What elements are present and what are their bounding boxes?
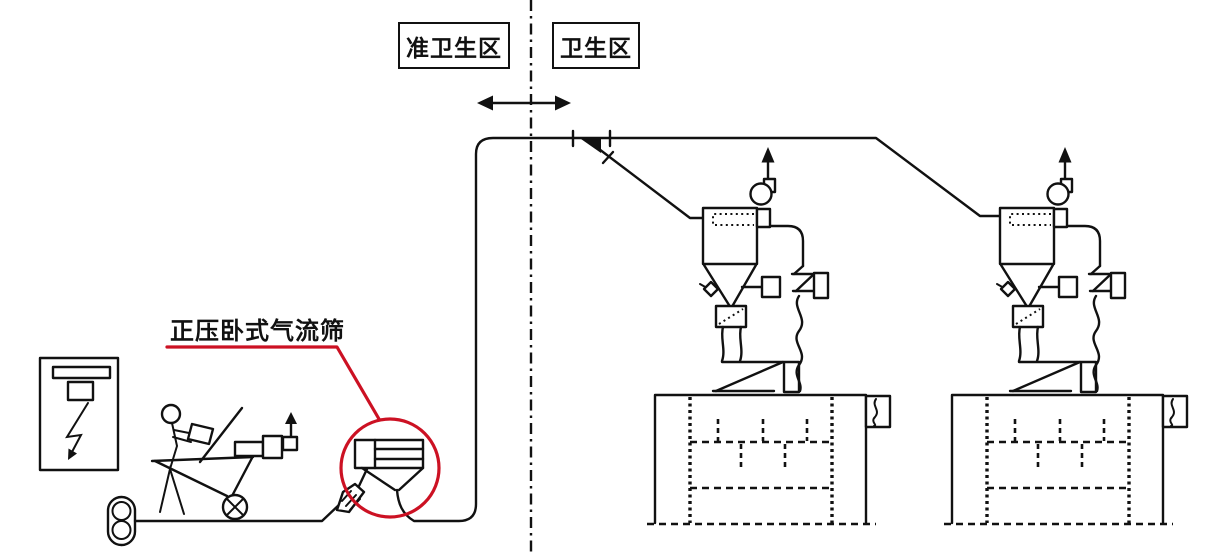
sieve-label-leader [165, 345, 381, 421]
zone-label-hygienic: 卫生区 [552, 22, 640, 69]
bag-dump-hopper [150, 406, 299, 498]
electrical-panel [38, 356, 120, 472]
mixer-tank-1 [645, 393, 892, 526]
sieve-highlight-circle [339, 417, 441, 519]
material-bag [186, 422, 215, 446]
mixer-tank-2 [942, 393, 1189, 526]
roots-blower [106, 495, 137, 547]
horizontal-airflow-sieve [353, 438, 425, 492]
receiver-unit-2 [995, 145, 1127, 394]
zone-label-quasi-hygienic: 准卫生区 [398, 22, 510, 69]
blower-air-line [133, 501, 343, 523]
hopper-rotary-valve [221, 493, 249, 521]
zone-transfer-arrow [477, 95, 571, 111]
conveying-pipe-main [395, 136, 1002, 523]
sieve-label: 正压卧式气流筛 [170, 318, 345, 345]
receiver-unit-1 [698, 145, 830, 394]
diverter-valve [571, 129, 705, 220]
